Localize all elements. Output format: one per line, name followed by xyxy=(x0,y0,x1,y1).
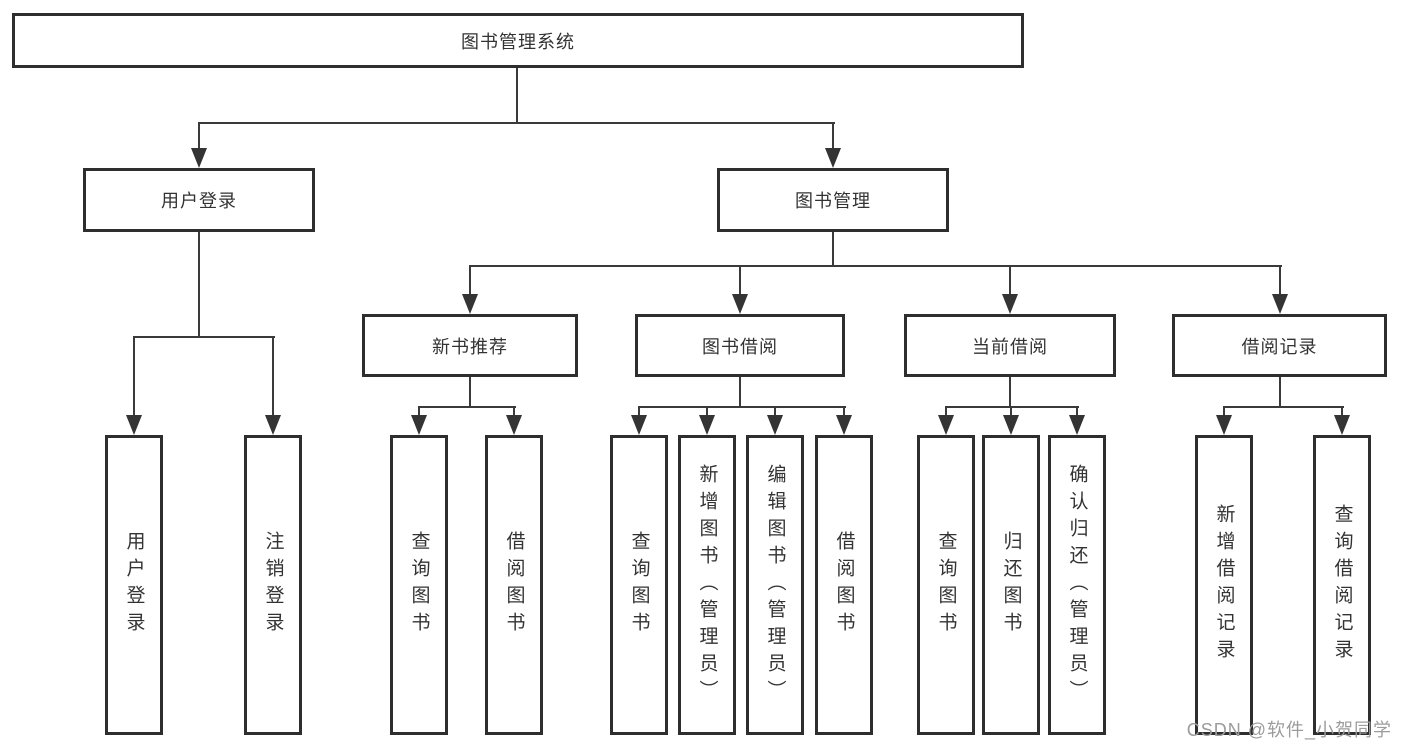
arrow-down-icon xyxy=(732,294,748,314)
connector-line xyxy=(469,377,471,408)
node-borrowing-records-label: 借阅记录 xyxy=(1241,336,1318,357)
arrow-down-icon xyxy=(699,415,715,435)
arrow-down-icon xyxy=(462,294,478,314)
leaf-user-login-label: 用户登录 xyxy=(123,531,145,639)
connector-line xyxy=(1010,406,1012,417)
arrow-down-icon xyxy=(126,415,142,435)
connector-line xyxy=(133,336,135,417)
node-user-login-label: 用户登录 xyxy=(161,191,237,211)
arrow-down-icon xyxy=(506,415,522,435)
arrow-down-icon xyxy=(265,415,281,435)
connector-line xyxy=(469,265,1282,267)
leaf-edit-books-admin-label: 编辑图书（管理员） xyxy=(764,463,786,707)
node-new-book-recommend-label: 新书推荐 xyxy=(432,336,508,357)
connector-line xyxy=(516,68,518,124)
arrow-down-icon xyxy=(1334,415,1350,435)
connector-line xyxy=(638,406,640,417)
leaf-query-books-recommend: 查询图书 xyxy=(390,435,448,735)
connector-line xyxy=(945,406,947,417)
leaf-borrow-books-recommend: 借阅图书 xyxy=(485,435,543,735)
arrow-down-icon xyxy=(1003,415,1019,435)
connector-line xyxy=(774,406,776,417)
node-current-borrowing-label: 当前借阅 xyxy=(972,336,1048,357)
connector-line xyxy=(418,406,516,408)
leaf-confirm-return-admin: 确认归还（管理员） xyxy=(1048,435,1106,735)
node-user-login: 用户登录 xyxy=(83,168,315,232)
connector-line xyxy=(832,122,834,150)
connector-line xyxy=(843,406,845,417)
arrow-down-icon xyxy=(1069,415,1085,435)
leaf-confirm-return-admin-label: 确认归还（管理员） xyxy=(1066,463,1088,707)
connector-line xyxy=(198,122,835,124)
leaf-return-books: 归还图书 xyxy=(982,435,1040,735)
leaf-logout-label: 注销登录 xyxy=(262,531,284,639)
node-new-book-recommend: 新书推荐 xyxy=(362,314,578,377)
leaf-logout: 注销登录 xyxy=(244,435,302,735)
connector-line xyxy=(1223,406,1225,417)
connector-line xyxy=(706,406,708,417)
leaf-query-books-recommend-label: 查询图书 xyxy=(408,531,430,639)
connector-line xyxy=(1009,265,1011,296)
connector-line xyxy=(1279,377,1281,408)
node-book-management-label: 图书管理 xyxy=(795,191,871,211)
leaf-return-books-label: 归还图书 xyxy=(1000,531,1022,639)
connector-line xyxy=(272,336,274,417)
arrow-down-icon xyxy=(1216,415,1232,435)
node-book-borrowing-label: 图书借阅 xyxy=(702,336,778,357)
csdn-watermark: CSDN @软件_小贺同学 xyxy=(1186,720,1392,740)
leaf-query-books-borrowing-label: 查询图书 xyxy=(628,531,650,639)
leaf-edit-books-admin: 编辑图书（管理员） xyxy=(746,435,804,735)
leaf-query-borrow-record: 查询借阅记录 xyxy=(1313,435,1371,735)
arrow-down-icon xyxy=(836,415,852,435)
connector-line xyxy=(198,122,200,150)
leaf-borrow-books-borrowing: 借阅图书 xyxy=(815,435,873,735)
arrow-down-icon xyxy=(411,415,427,435)
arrow-down-icon xyxy=(631,415,647,435)
arrow-down-icon xyxy=(767,415,783,435)
connector-line xyxy=(469,265,471,296)
leaf-add-books-admin: 新增图书（管理员） xyxy=(678,435,736,735)
leaf-borrow-books-borrowing-label: 借阅图书 xyxy=(833,531,855,639)
connector-line xyxy=(739,377,741,408)
leaf-query-books-current-label: 查询图书 xyxy=(935,531,957,639)
connector-line xyxy=(1223,406,1344,408)
connector-line xyxy=(832,232,834,267)
leaf-borrow-books-recommend-label: 借阅图书 xyxy=(503,531,525,639)
node-book-borrowing: 图书借阅 xyxy=(635,314,845,377)
connector-line xyxy=(1009,377,1011,408)
node-current-borrowing: 当前借阅 xyxy=(904,314,1116,377)
connector-line xyxy=(739,265,741,296)
leaf-query-books-borrowing: 查询图书 xyxy=(610,435,668,735)
connector-line xyxy=(1279,265,1281,296)
connector-line xyxy=(133,336,275,338)
connector-line xyxy=(638,406,846,408)
node-root: 图书管理系统 xyxy=(12,13,1024,68)
arrow-down-icon xyxy=(938,415,954,435)
arrow-down-icon xyxy=(191,148,207,168)
connector-line xyxy=(513,406,515,417)
node-borrowing-records: 借阅记录 xyxy=(1172,314,1387,377)
leaf-query-borrow-record-label: 查询借阅记录 xyxy=(1331,504,1353,666)
connector-line xyxy=(945,406,1079,408)
connector-line xyxy=(198,232,200,338)
connector-line xyxy=(1076,406,1078,417)
arrow-down-icon xyxy=(825,148,841,168)
leaf-add-borrow-record: 新增借阅记录 xyxy=(1195,435,1253,735)
arrow-down-icon xyxy=(1002,294,1018,314)
node-book-management: 图书管理 xyxy=(717,168,949,232)
connector-line xyxy=(418,406,420,417)
leaf-add-books-admin-label: 新增图书（管理员） xyxy=(696,463,718,707)
connector-line xyxy=(1341,406,1343,417)
leaf-add-borrow-record-label: 新增借阅记录 xyxy=(1213,504,1235,666)
leaf-user-login: 用户登录 xyxy=(105,435,163,735)
leaf-query-books-current: 查询图书 xyxy=(917,435,975,735)
arrow-down-icon xyxy=(1272,294,1288,314)
node-root-label: 图书管理系统 xyxy=(461,31,575,52)
